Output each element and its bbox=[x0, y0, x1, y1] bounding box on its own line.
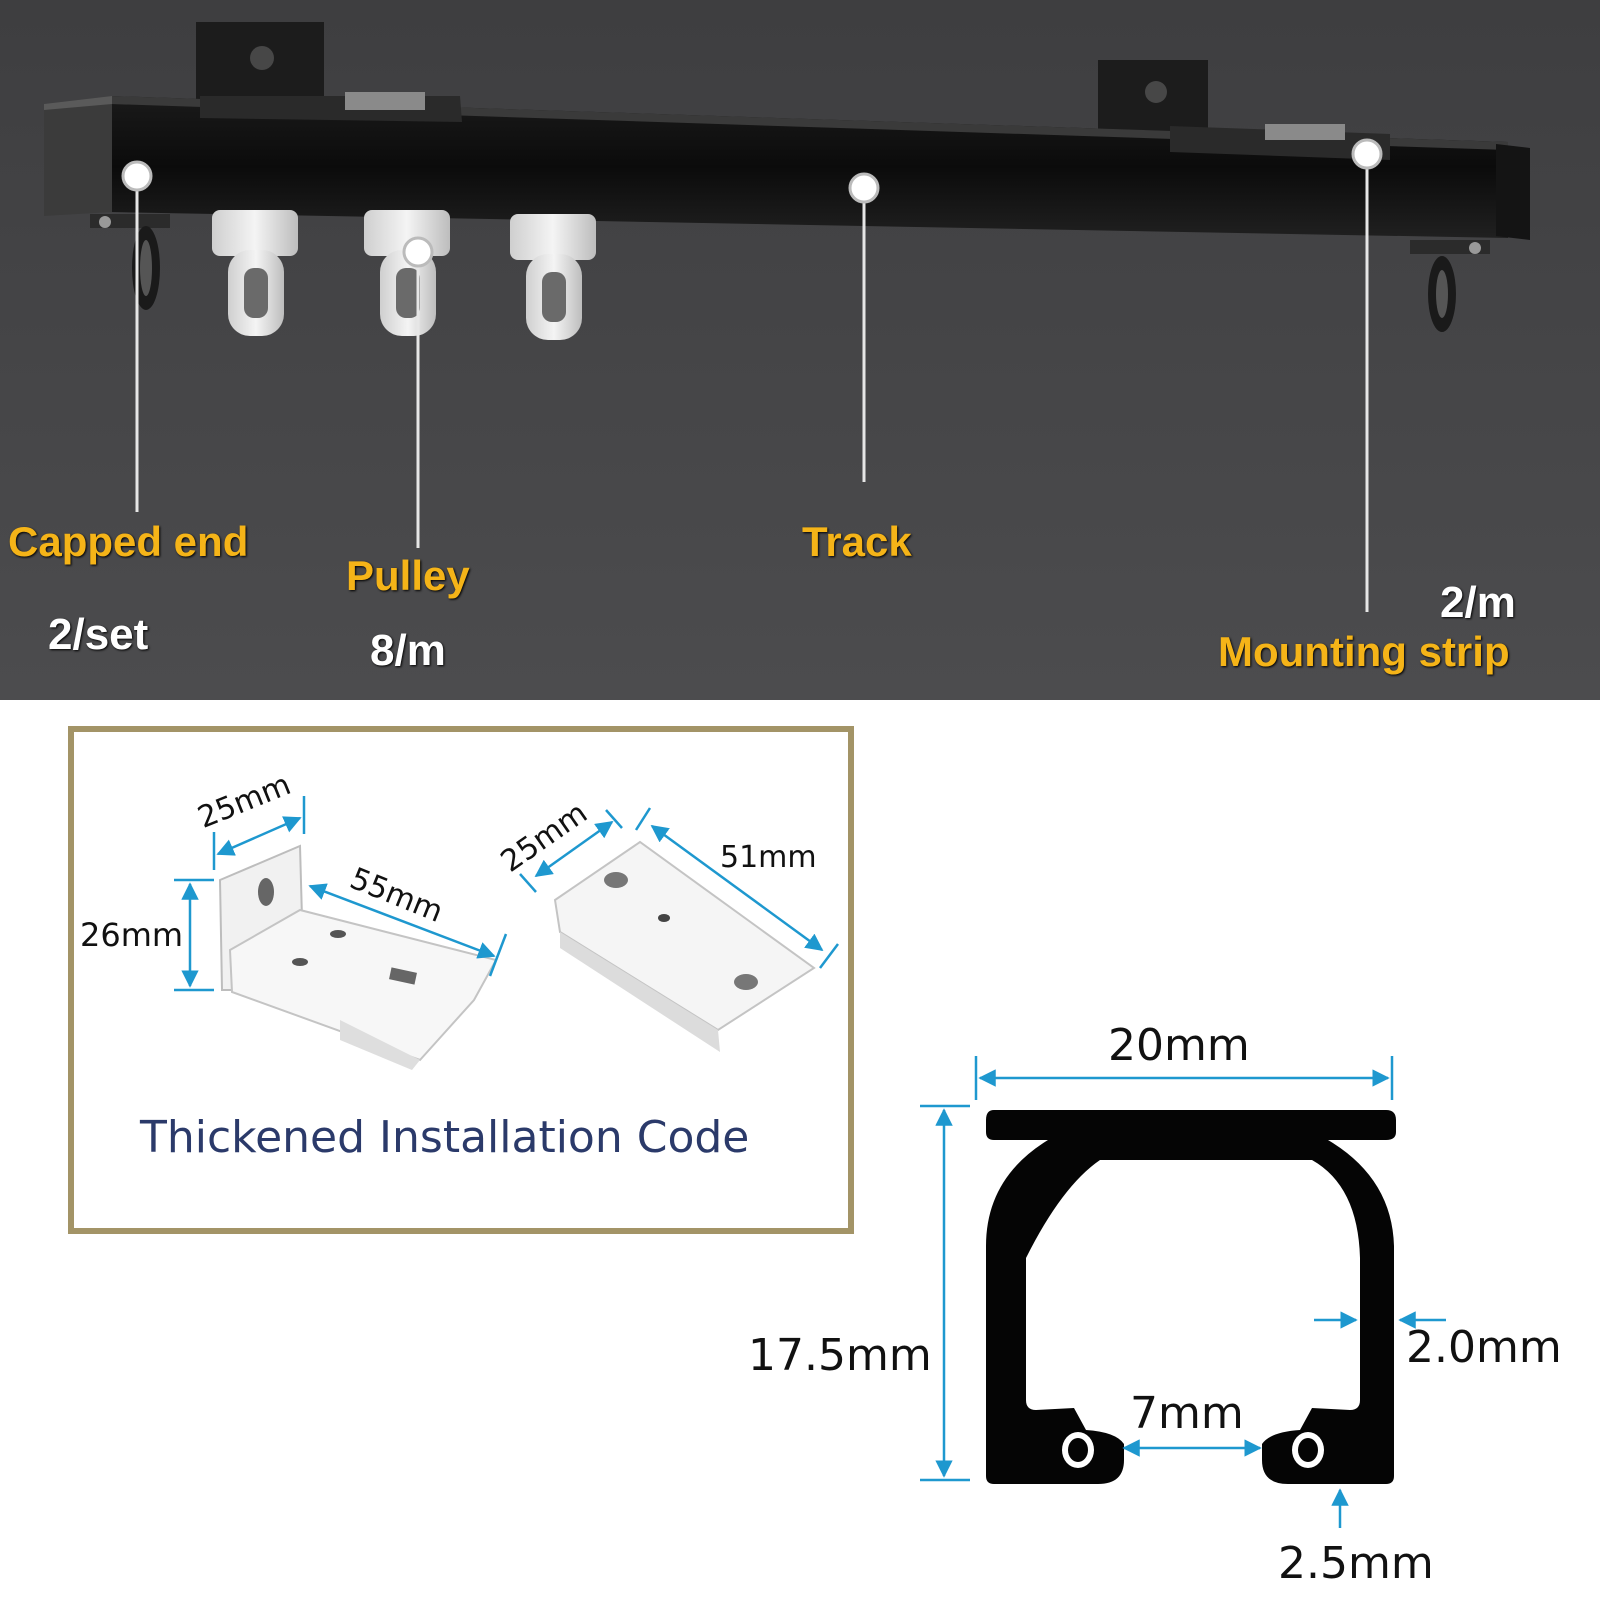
capped-end-quantity: 2/set bbox=[48, 610, 149, 659]
capped-end-right bbox=[1496, 144, 1530, 240]
profile-opening-label: 7mm bbox=[1130, 1388, 1244, 1439]
profile-base-label: 2.5mm bbox=[1278, 1538, 1434, 1589]
track-profile-cross-section bbox=[986, 1110, 1396, 1484]
l-bracket-width-arrow-icon bbox=[216, 816, 302, 856]
flat-bracket-length-arrow-icon bbox=[650, 824, 824, 952]
capped-end-label: Capped end bbox=[8, 518, 249, 565]
pulley-3 bbox=[510, 214, 596, 340]
profile-wall-label: 2.0mm bbox=[1406, 1322, 1562, 1373]
flat-bracket-width-arrow-icon bbox=[534, 820, 614, 878]
track-photo-panel: Capped end 2/set Pulley 8/m Track 2/m Mo… bbox=[0, 0, 1600, 700]
white-dot-marker-icon bbox=[121, 160, 153, 192]
l-bracket-length-arrow-icon bbox=[308, 883, 496, 959]
mounting-strip-label: Mounting strip bbox=[1218, 628, 1510, 675]
bracket-caption: Thickened Installation Code bbox=[140, 1112, 750, 1163]
white-dot-marker-icon bbox=[402, 236, 434, 268]
pulley-1 bbox=[212, 210, 298, 336]
profile-width-label: 20mm bbox=[1108, 1020, 1250, 1071]
pulley-quantity: 8/m bbox=[370, 626, 446, 675]
mounting-strip-quantity: 2/m bbox=[1440, 578, 1516, 627]
track-illustration bbox=[0, 0, 1600, 700]
track-label: Track bbox=[802, 518, 912, 565]
flat-bracket-length-label: 51mm bbox=[720, 840, 817, 875]
capped-end-left bbox=[44, 96, 112, 216]
pulley-label: Pulley bbox=[346, 552, 470, 599]
wall-bracket-right bbox=[1098, 60, 1208, 138]
white-dot-marker-icon bbox=[1351, 138, 1383, 170]
profile-height-label: 17.5mm bbox=[748, 1330, 932, 1381]
l-bracket-height-label: 26mm bbox=[80, 916, 184, 954]
end-hook-right bbox=[1410, 240, 1490, 332]
white-dot-marker-icon bbox=[848, 172, 880, 204]
end-hook-left bbox=[90, 214, 170, 310]
